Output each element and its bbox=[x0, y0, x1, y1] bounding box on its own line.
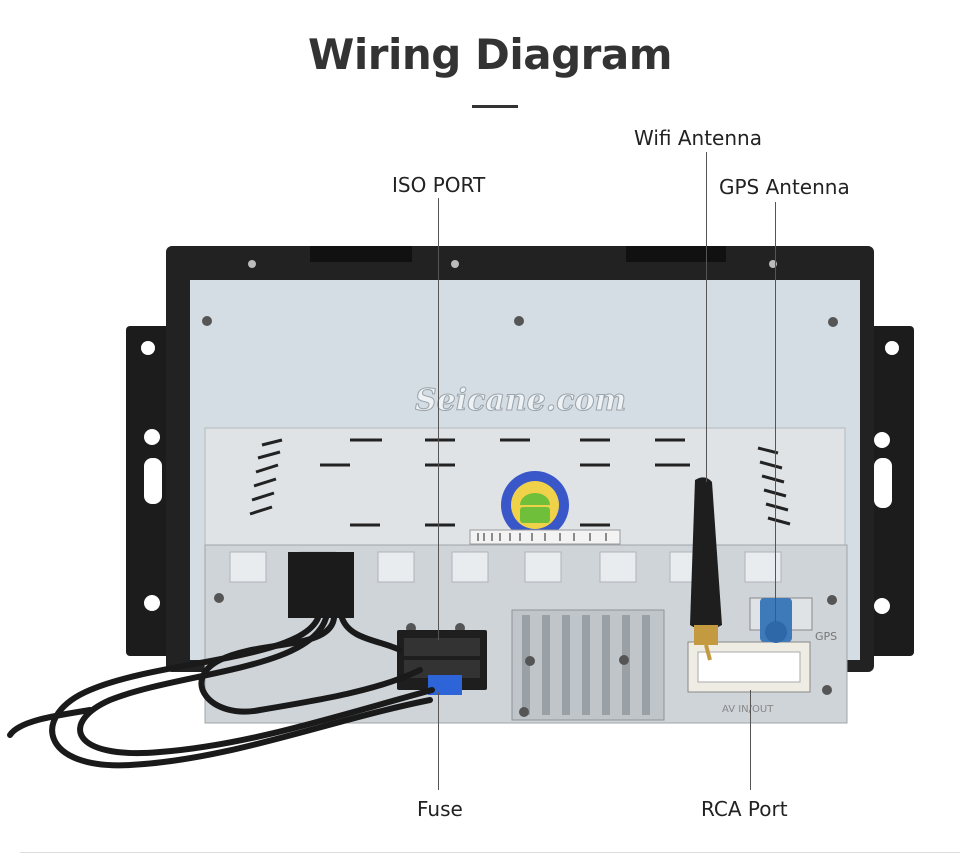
iso-port-label: ISO PORT bbox=[392, 173, 486, 197]
wifi-antenna bbox=[690, 477, 722, 661]
fuse-label: Fuse bbox=[417, 797, 463, 821]
fuse-block bbox=[428, 675, 462, 695]
watermark-text: Seicane.com bbox=[415, 383, 626, 418]
fuse-leader bbox=[438, 692, 439, 790]
rca-port-leader bbox=[750, 690, 751, 790]
left-vent bbox=[249, 438, 283, 516]
iso-port-leader bbox=[438, 198, 439, 640]
harness-cable bbox=[7, 552, 435, 769]
android-sticker bbox=[501, 471, 569, 539]
gps-antenna-leader bbox=[775, 202, 776, 622]
gps-antenna-label: GPS Antenna bbox=[719, 175, 850, 199]
title-underline bbox=[472, 105, 518, 108]
gps-panel-mark: GPS bbox=[815, 630, 837, 643]
bottom-divider bbox=[20, 852, 960, 853]
rca-port-label: RCA Port bbox=[701, 797, 788, 821]
av-panel-mark: AV IN/OUT bbox=[722, 704, 774, 715]
rca-port-connector bbox=[687, 641, 811, 693]
wifi-antenna-leader bbox=[706, 152, 707, 482]
page-title: Wiring Diagram bbox=[308, 30, 672, 79]
wifi-antenna-label: Wifi Antenna bbox=[634, 126, 762, 150]
gps-connector bbox=[749, 597, 813, 643]
iso-port-connector bbox=[397, 630, 487, 690]
